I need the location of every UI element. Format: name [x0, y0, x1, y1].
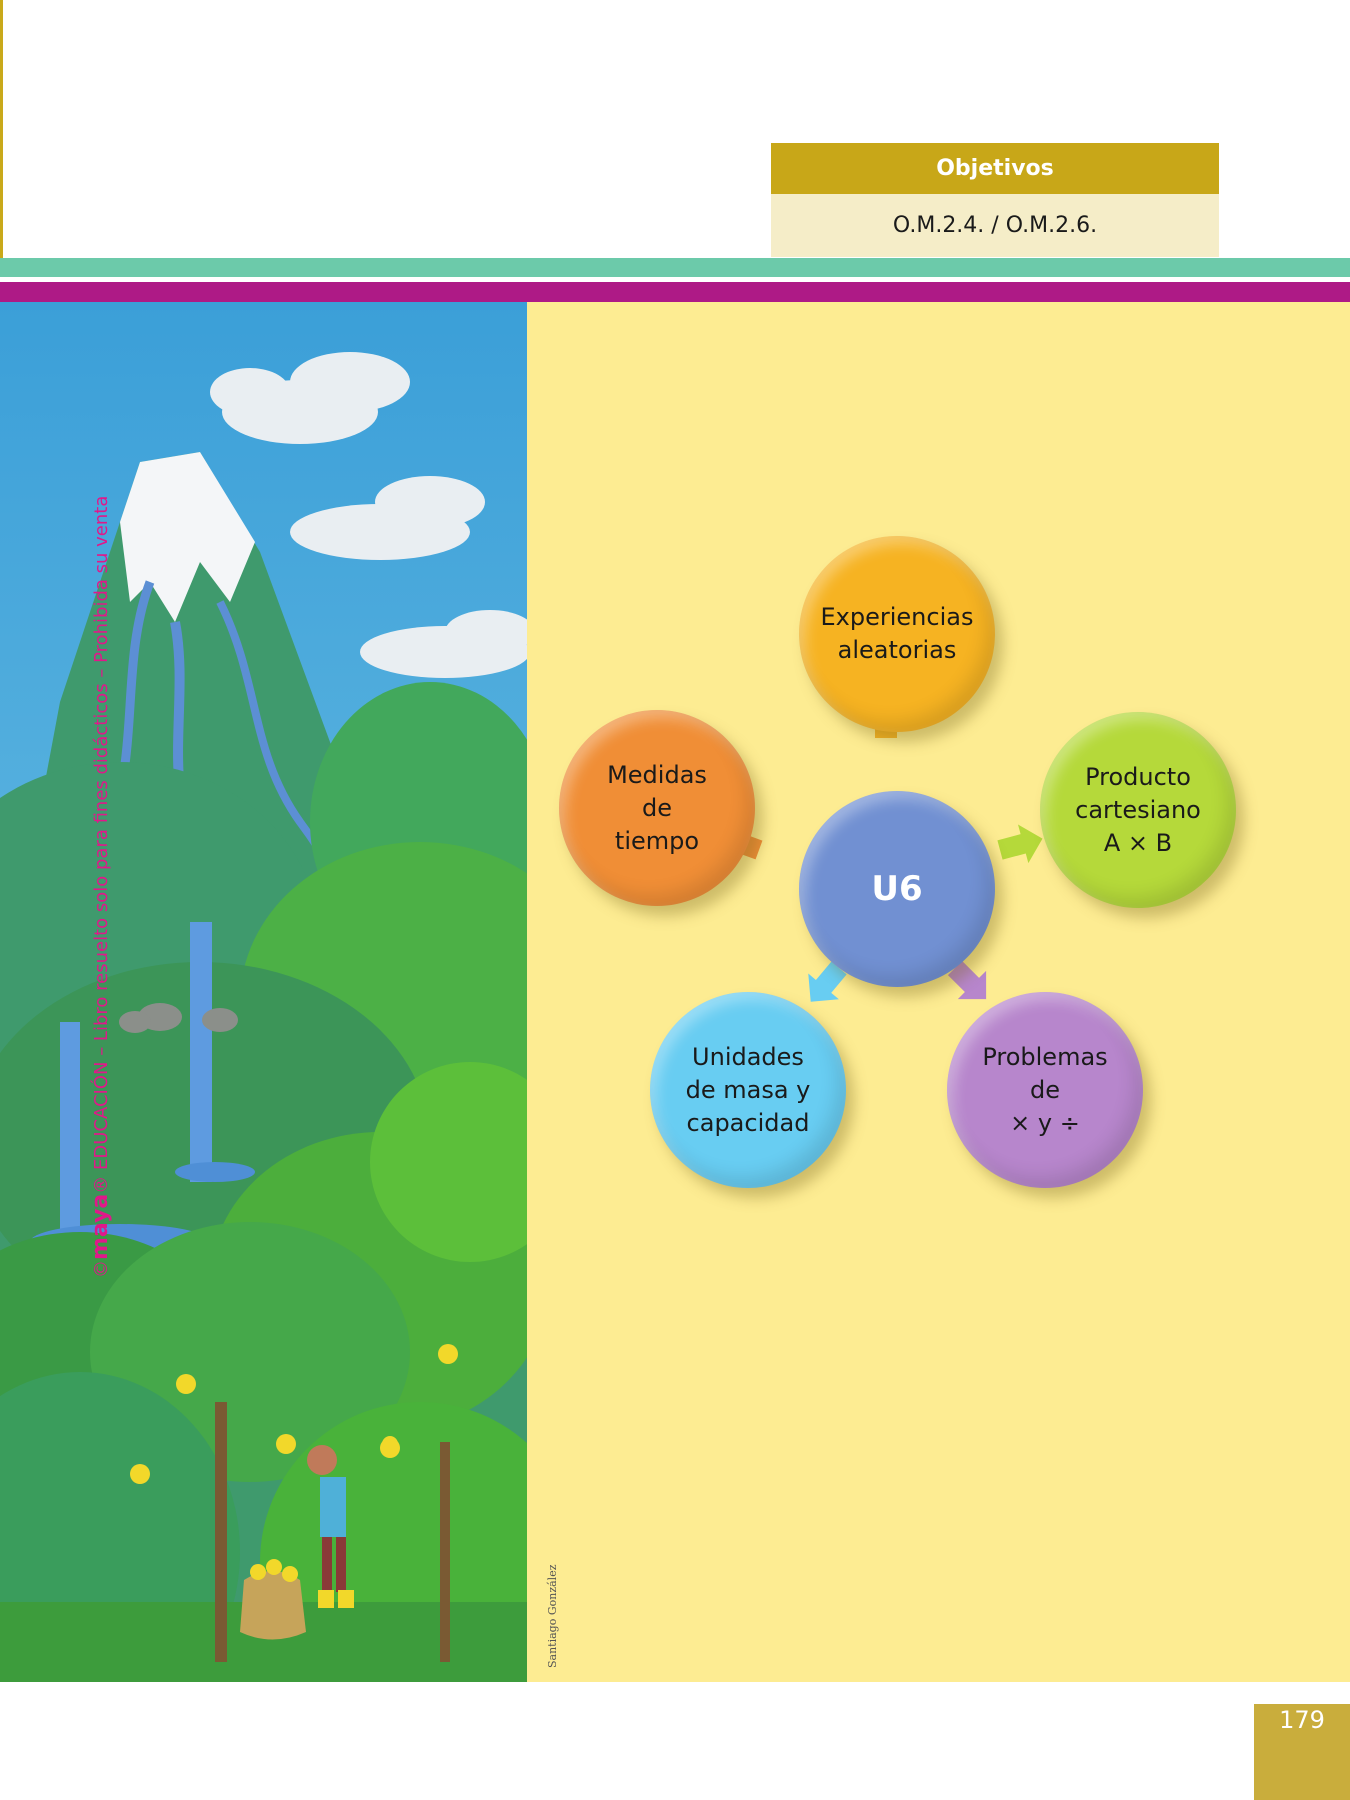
objectives-title: Objetivos: [771, 143, 1219, 194]
left-margin-rule: [0, 0, 3, 262]
landscape-illustration: [0, 302, 527, 1682]
node-center-unit: U6: [799, 791, 995, 987]
concept-map-panel: [527, 302, 1350, 1682]
node-problemas: Problemas de × y ÷: [947, 992, 1143, 1188]
objectives-box: Objetivos O.M.2.4. / O.M.2.6.: [771, 143, 1219, 257]
header-band-magenta: [0, 282, 1350, 302]
node-producto-cartesiano: Producto cartesiano A × B: [1040, 712, 1236, 908]
arrow-problemas-icon: [947, 960, 987, 1000]
page-number: 179: [1254, 1704, 1350, 1800]
node-medidas-de-tiempo: Medidas de tiempo: [559, 710, 755, 906]
objectives-codes: O.M.2.4. / O.M.2.6.: [771, 194, 1219, 257]
header-band-divider: [0, 277, 1350, 282]
node-unidades-masa-capacidad: Unidades de masa y capacidad: [650, 992, 846, 1188]
header-band-teal: [0, 258, 1350, 277]
cloud-icon: [210, 352, 527, 678]
node-experiencias-aleatorias: Experiencias aleatorias: [799, 536, 995, 732]
arrow-unidades-icon: [808, 961, 847, 1002]
concept-map-arrows: [717, 694, 1043, 1002]
copyright-watermark: ©maya® EDUCACIÓN – Libro resuelto solo p…: [88, 495, 113, 1278]
brand-logo: maya: [88, 1193, 113, 1260]
arrow-producto-icon: [997, 824, 1043, 864]
